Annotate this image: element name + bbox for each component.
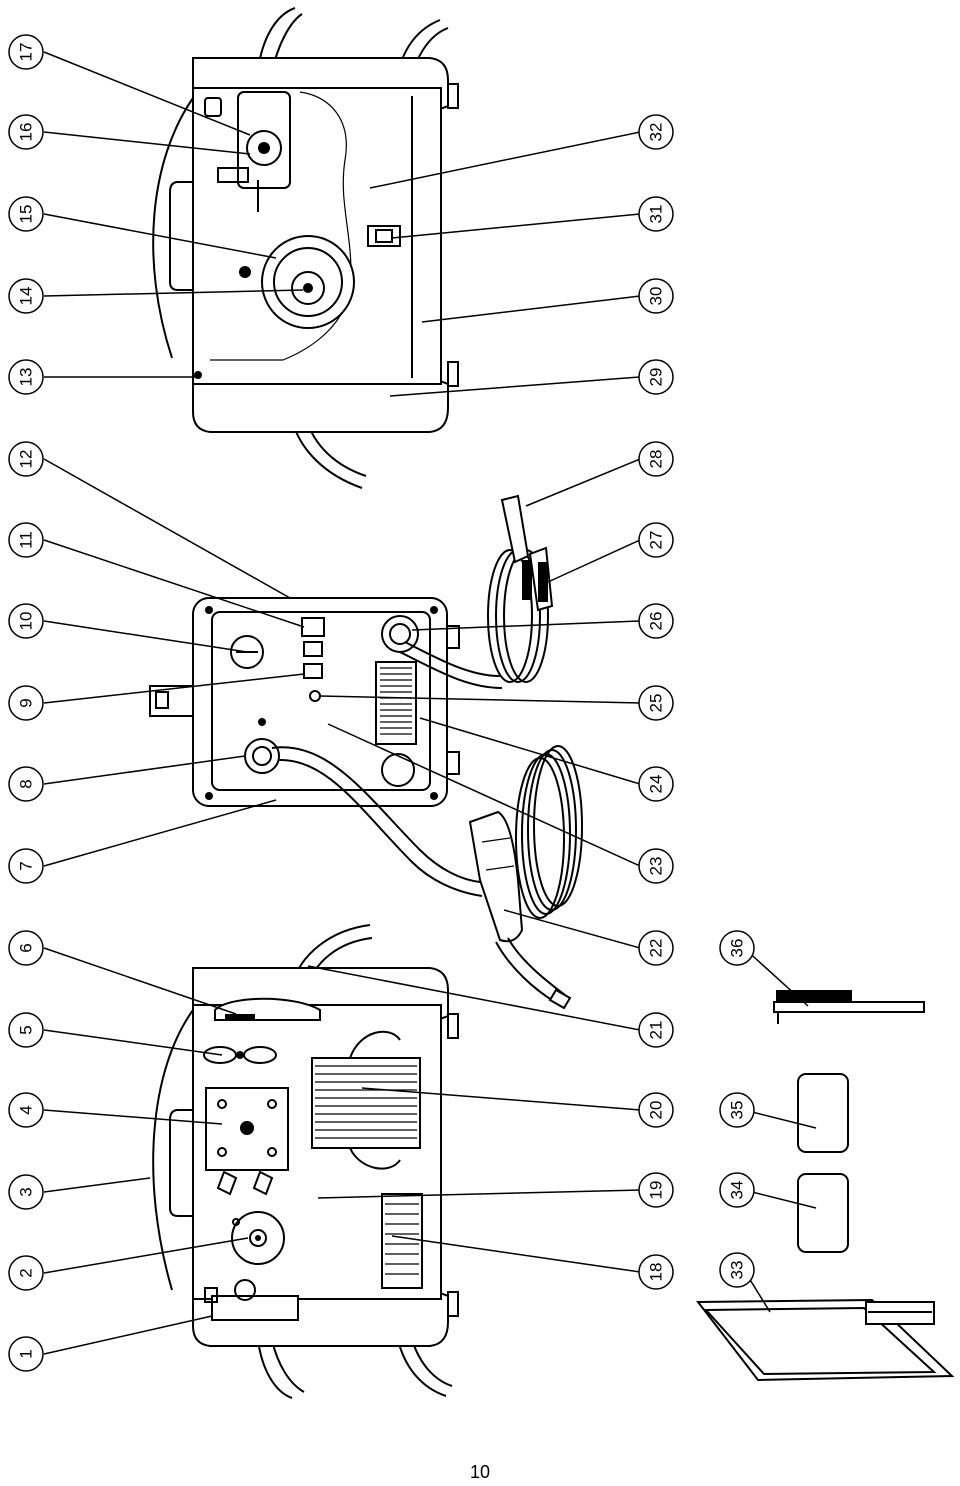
callout-15: 15	[17, 205, 36, 224]
callout-33: 33	[728, 1261, 747, 1280]
page-number: 10	[469, 1462, 491, 1482]
callout-29: 29	[647, 368, 666, 387]
callout-23: 23	[647, 857, 666, 876]
callout-36: 36	[728, 939, 747, 958]
callout-11: 11	[17, 531, 36, 549]
callout-35: 35	[728, 1101, 747, 1120]
callout-5: 5	[17, 1025, 36, 1034]
callout-2: 2	[17, 1268, 36, 1277]
callout-21: 21	[647, 1021, 666, 1040]
callout-1: 1	[17, 1349, 36, 1358]
callout-10: 10	[17, 612, 36, 631]
callout-20: 20	[647, 1101, 666, 1120]
callout-14: 14	[17, 287, 36, 306]
callout-32: 32	[647, 123, 666, 142]
callout-22: 22	[647, 939, 666, 958]
accessories	[695, 990, 955, 1382]
callout-16: 16	[17, 123, 36, 142]
callout-12: 12	[17, 450, 36, 469]
callout-7: 7	[17, 861, 36, 870]
callout-3: 3	[17, 1187, 36, 1196]
callout-4: 4	[17, 1105, 36, 1114]
callout-30: 30	[647, 287, 666, 306]
callout-18: 18	[647, 1263, 666, 1282]
callout-9: 9	[17, 698, 36, 707]
welder-front-panel-view	[149, 494, 583, 1010]
callout-19: 19	[647, 1181, 666, 1200]
callout-25: 25	[647, 694, 666, 713]
callout-13: 13	[17, 368, 36, 387]
callout-27: 27	[647, 531, 666, 550]
callouts: 1 2 3 4 5 6 7 8 9 10 11 12 13 14 15 16 1…	[8, 34, 817, 1372]
callout-6: 6	[17, 943, 36, 952]
welder-wire-feed-side-view	[152, 7, 459, 489]
callout-34: 34	[728, 1181, 747, 1200]
callout-31: 31	[647, 205, 666, 224]
callout-26: 26	[647, 612, 666, 631]
callout-17: 17	[17, 43, 36, 62]
welder-internal-side-view	[152, 924, 459, 1399]
ventilation-grille	[375, 661, 417, 745]
callout-28: 28	[647, 450, 666, 469]
callout-8: 8	[17, 779, 36, 788]
callout-24: 24	[647, 775, 666, 794]
